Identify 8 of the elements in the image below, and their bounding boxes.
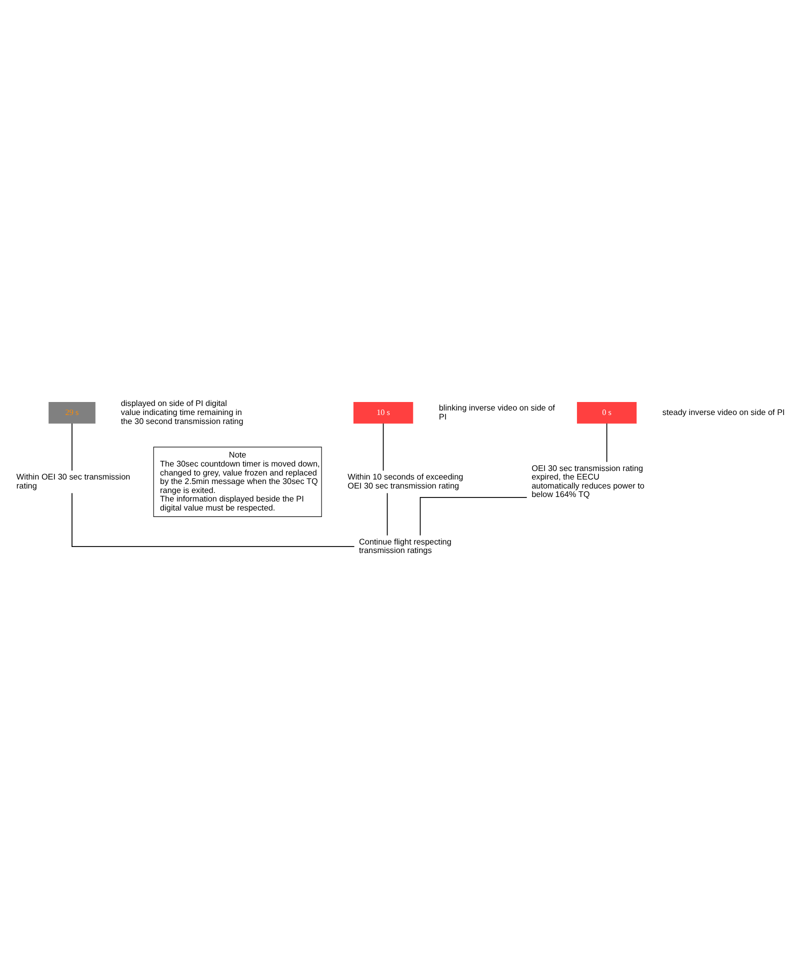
node-box: 10 s [353, 402, 414, 424]
connector [72, 492, 355, 547]
connector [382, 423, 384, 472]
node-box: 0 s [576, 402, 637, 424]
connector [420, 496, 528, 536]
node-box: 29 s [48, 402, 96, 424]
connector [386, 492, 388, 536]
connector [606, 423, 608, 462]
